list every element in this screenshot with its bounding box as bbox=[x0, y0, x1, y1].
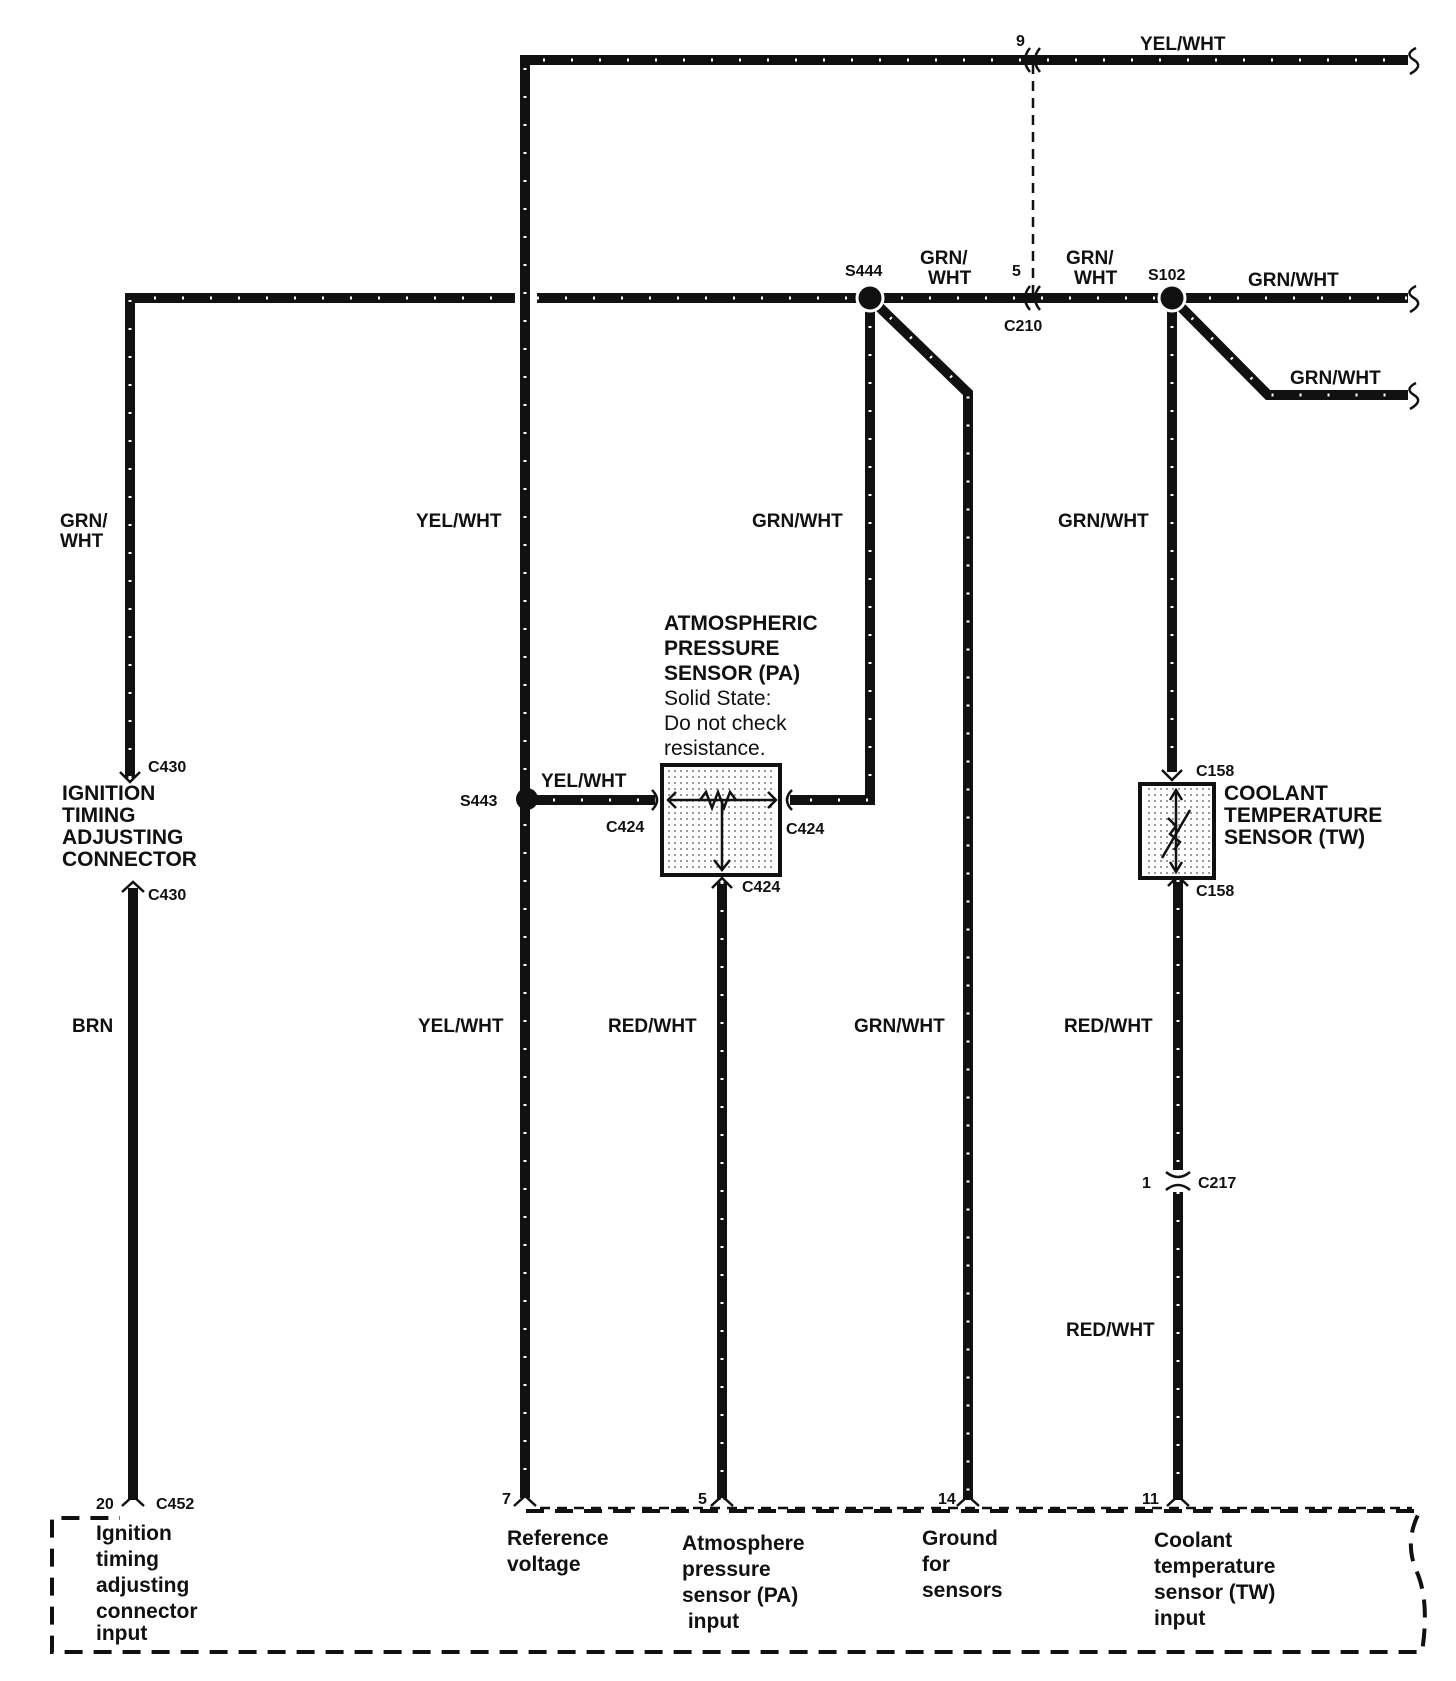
wire-label-yel-wht-s443: YEL/WHT bbox=[541, 771, 627, 792]
wire-label-grn-wht-b2: WHT bbox=[1074, 268, 1118, 289]
pa-sensor bbox=[660, 763, 782, 877]
ecm-ignition-1: Ignition bbox=[96, 1522, 172, 1545]
wire-label-grn-wht-3: GRN/WHT bbox=[1058, 511, 1149, 532]
ecm-pa-1: Atmosphere bbox=[682, 1532, 805, 1555]
splice-label-s102: S102 bbox=[1148, 267, 1185, 284]
pa-sensor-title-3: SENSOR (PA) bbox=[664, 662, 800, 685]
pin-1-c217-label: 1 bbox=[1142, 1175, 1151, 1192]
wires bbox=[125, 55, 1408, 1500]
wire-label-grn-wht-a2: WHT bbox=[928, 268, 972, 289]
wire-grn-wht-horizontal bbox=[125, 293, 1408, 778]
tw-sensor-1: COOLANT bbox=[1224, 782, 1328, 805]
wire-label-grn-wht-4: GRN/WHT bbox=[854, 1016, 945, 1037]
ecm-reference-2: voltage bbox=[507, 1553, 581, 1576]
ecm-ignition-2: timing bbox=[96, 1548, 159, 1571]
splice-s102 bbox=[1157, 283, 1187, 313]
pa-sensor-note-1: Solid State: bbox=[664, 687, 771, 710]
wire-label-red-wht-1: RED/WHT bbox=[608, 1016, 697, 1037]
pin-7-label: 7 bbox=[502, 1491, 511, 1508]
ecm-ignition-5: input bbox=[96, 1622, 147, 1645]
c158-top-label: C158 bbox=[1196, 763, 1234, 780]
wire-label-brn: BRN bbox=[72, 1016, 113, 1037]
c424-bottom-label: C424 bbox=[742, 879, 780, 896]
c424-right-label: C424 bbox=[786, 821, 824, 838]
ecm-reference-1: Reference bbox=[507, 1527, 609, 1550]
wire-grn-wht-s444-down bbox=[790, 298, 875, 805]
pa-sensor-note-2: Do not check bbox=[664, 712, 787, 735]
c217-label: C217 bbox=[1198, 1175, 1236, 1192]
splice-s444 bbox=[855, 283, 885, 313]
splice-label-s444: S444 bbox=[845, 263, 882, 280]
pin-9-label: 9 bbox=[1016, 33, 1025, 50]
tw-sensor bbox=[1138, 782, 1216, 880]
wire-label-red-wht-3: RED/WHT bbox=[1066, 1320, 1155, 1341]
ecm-tw-1: Coolant bbox=[1154, 1529, 1232, 1552]
ecm-pa-4: input bbox=[682, 1610, 739, 1633]
ignition-connector-2: TIMING bbox=[62, 804, 136, 827]
pa-sensor-title-2: PRESSURE bbox=[664, 637, 780, 660]
c430-top-label: C430 bbox=[148, 759, 186, 776]
connector-symbols bbox=[119, 46, 1420, 1507]
wire-label-grn-wht-b1: GRN/ bbox=[1066, 248, 1114, 269]
ecm-pa-2: pressure bbox=[682, 1558, 771, 1581]
ignition-connector-1: IGNITION bbox=[62, 782, 155, 805]
wire-label-grn-wht-right: GRN/WHT bbox=[1248, 270, 1339, 291]
ecm-ignition-3: adjusting bbox=[96, 1574, 189, 1597]
ecm-ground-3: sensors bbox=[922, 1579, 1003, 1602]
tw-sensor-3: SENSOR (TW) bbox=[1224, 826, 1365, 849]
ecm-tw-3: sensor (TW) bbox=[1154, 1581, 1275, 1604]
ecm-tw-2: temperature bbox=[1154, 1555, 1275, 1578]
c424-left-label: C424 bbox=[606, 819, 644, 836]
ecm-ground-2: for bbox=[922, 1553, 950, 1576]
wire-label-red-wht-2: RED/WHT bbox=[1064, 1016, 1153, 1037]
splice-s443 bbox=[516, 788, 538, 810]
ignition-connector-4: CONNECTOR bbox=[62, 848, 197, 871]
wire-label-yel-wht-top: YEL/WHT bbox=[1140, 34, 1226, 55]
ecm-tw-4: input bbox=[1154, 1607, 1205, 1630]
pa-sensor-note-3: resistance. bbox=[664, 737, 766, 760]
tw-sensor-2: TEMPERATURE bbox=[1224, 804, 1382, 827]
wire-label-yel-wht-1: YEL/WHT bbox=[416, 511, 502, 532]
ecm-pa-3: sensor (PA) bbox=[682, 1584, 798, 1607]
wire-yel-wht-top bbox=[520, 55, 1408, 1498]
c430-bottom-label: C430 bbox=[148, 887, 186, 904]
c210-label: C210 bbox=[1004, 318, 1042, 335]
wire-grn-wht-ground bbox=[866, 294, 973, 1500]
pin-20-label: 20 bbox=[96, 1496, 114, 1513]
pin-14-label: 14 bbox=[938, 1491, 956, 1508]
wire-label-grn-wht-a1: GRN/ bbox=[920, 248, 968, 269]
ecm-box bbox=[50, 1509, 1427, 1654]
splice-label-s443: S443 bbox=[460, 793, 497, 810]
pin-11-label: 11 bbox=[1142, 1491, 1159, 1508]
c452-label: C452 bbox=[156, 1496, 194, 1513]
wire-label-yel-wht-2: YEL/WHT bbox=[418, 1016, 504, 1037]
wire-label-wht-1: WHT bbox=[60, 531, 104, 552]
wire-label-grn-1: GRN/ bbox=[60, 511, 108, 532]
pa-sensor-title-1: ATMOSPHERIC bbox=[664, 612, 818, 635]
ignition-connector-3: ADJUSTING bbox=[62, 826, 183, 849]
wire-grn-wht-s102-diag bbox=[1168, 294, 1408, 400]
c158-bottom-label: C158 bbox=[1196, 883, 1234, 900]
ecm-ground-1: Ground bbox=[922, 1527, 998, 1550]
pin-5-c210-label: 5 bbox=[1012, 263, 1021, 280]
pin-5-label: 5 bbox=[698, 1491, 707, 1508]
wire-label-grn-wht-diag: GRN/WHT bbox=[1290, 368, 1381, 389]
ecm-ignition-4: connector bbox=[96, 1600, 198, 1623]
wire-label-grn-wht-2: GRN/WHT bbox=[752, 511, 843, 532]
